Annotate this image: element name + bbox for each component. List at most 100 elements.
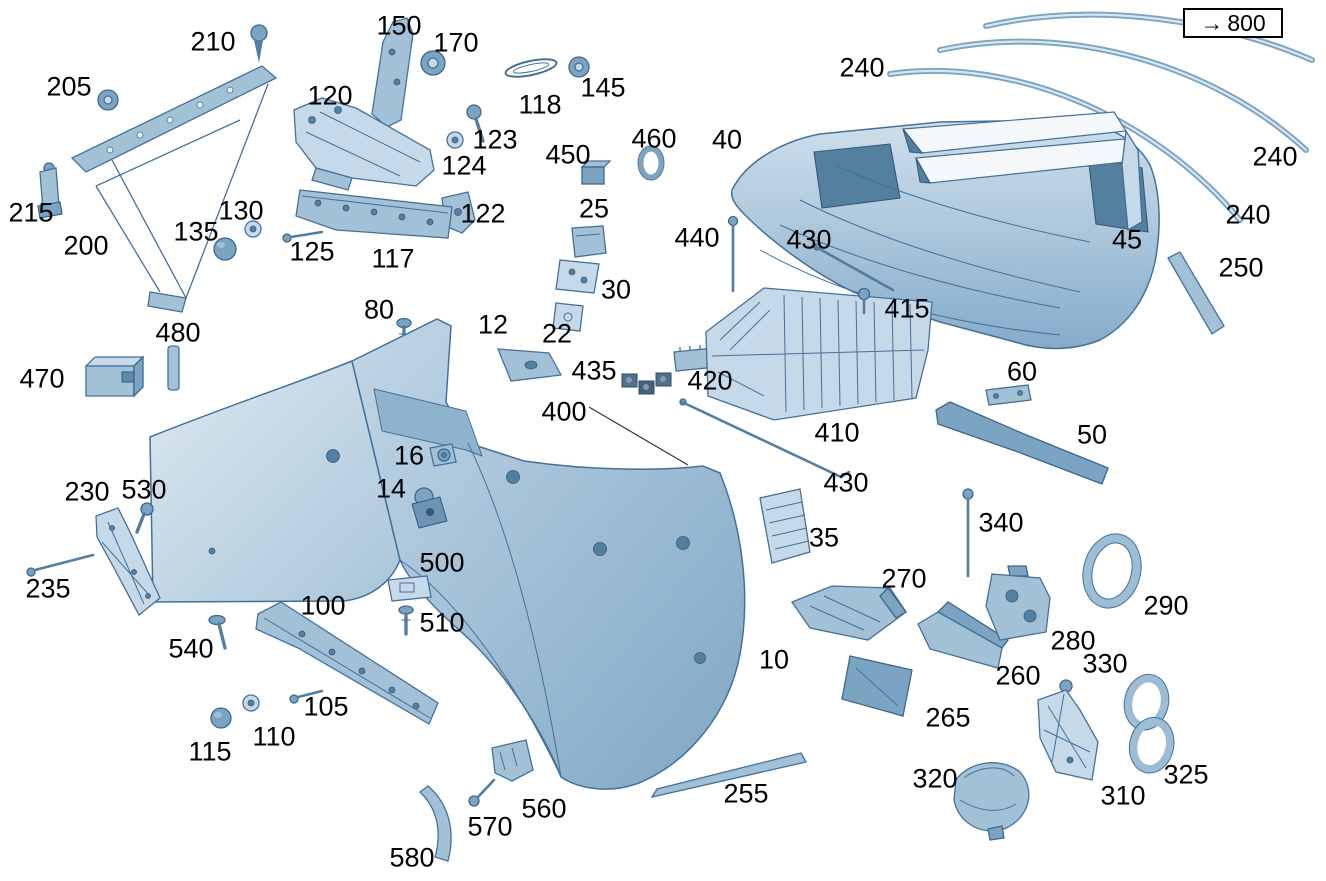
part-label-330[interactable]: 330: [1082, 648, 1128, 679]
part-430-rod-upper-drawing: [813, 243, 895, 292]
part-label-100[interactable]: 100: [300, 590, 346, 621]
part-label-325[interactable]: 325: [1163, 759, 1209, 790]
part-450-clip-drawing: [580, 160, 612, 185]
part-label-440[interactable]: 440: [674, 222, 720, 253]
part-50-strip-drawing: [935, 401, 1109, 485]
part-label-255[interactable]: 255: [723, 778, 769, 809]
part-label-240-1[interactable]: 240: [839, 52, 885, 83]
part-label-12[interactable]: 12: [477, 309, 509, 340]
part-label-14[interactable]: 14: [375, 473, 407, 504]
part-label-200[interactable]: 200: [63, 230, 109, 261]
part-label-123[interactable]: 123: [472, 124, 518, 155]
part-label-105[interactable]: 105: [303, 691, 349, 722]
part-200-bracket-drawing: [70, 65, 278, 313]
part-30-bracket-drawing: [555, 259, 600, 294]
part-270-bracket-drawing: [791, 585, 907, 641]
part-label-340[interactable]: 340: [978, 507, 1024, 538]
part-label-260[interactable]: 260: [995, 660, 1041, 691]
part-label-240-2[interactable]: 240: [1252, 141, 1298, 172]
part-label-420[interactable]: 420: [687, 365, 733, 396]
part-205-grommet-drawing: [97, 89, 119, 111]
part-label-530[interactable]: 530: [121, 474, 167, 505]
part-label-120[interactable]: 120: [307, 80, 353, 111]
part-label-480[interactable]: 480: [155, 317, 201, 348]
part-440-screw-drawing: [727, 215, 739, 293]
part-label-135[interactable]: 135: [173, 216, 219, 247]
part-label-265[interactable]: 265: [925, 702, 971, 733]
part-110-washer-drawing: [242, 694, 260, 712]
part-310-bracket-drawing: [1037, 689, 1099, 781]
part-label-215[interactable]: 215: [8, 197, 54, 228]
part-124-washer-drawing: [446, 131, 464, 149]
part-label-470[interactable]: 470: [19, 363, 65, 394]
part-label-250[interactable]: 250: [1218, 252, 1264, 283]
part-label-580[interactable]: 580: [389, 842, 435, 873]
part-label-145[interactable]: 145: [580, 72, 626, 103]
part-label-25[interactable]: 25: [578, 193, 610, 224]
part-label-230[interactable]: 230: [64, 476, 110, 507]
part-label-280[interactable]: 280: [1050, 625, 1096, 656]
part-label-430-2[interactable]: 430: [823, 467, 869, 498]
part-label-170[interactable]: 170: [433, 27, 479, 58]
part-label-122[interactable]: 122: [460, 198, 506, 229]
part-label-40[interactable]: 40: [711, 124, 743, 155]
part-label-500[interactable]: 500: [419, 547, 465, 578]
part-label-115[interactable]: 115: [188, 736, 232, 767]
part-label-118[interactable]: 118: [518, 89, 562, 120]
part-435-sensor-set-drawing: [621, 372, 672, 395]
part-580-arch-strip-drawing: [418, 785, 452, 862]
reference-label: 800: [1227, 9, 1266, 36]
part-22-bracket-drawing: [552, 302, 584, 332]
part-label-110[interactable]: 110: [252, 721, 296, 752]
part-460-ring-drawing: [637, 145, 665, 181]
part-label-125[interactable]: 125: [289, 236, 335, 267]
part-label-430-1[interactable]: 430: [786, 224, 832, 255]
part-label-205[interactable]: 205: [46, 71, 92, 102]
part-130-washer-drawing: [244, 220, 262, 238]
part-117-beam-drawing: [295, 189, 453, 239]
part-label-310[interactable]: 310: [1100, 780, 1146, 811]
part-125-screw-drawing: [282, 230, 324, 243]
part-label-270[interactable]: 270: [881, 563, 927, 594]
part-label-60[interactable]: 60: [1006, 356, 1038, 387]
part-label-210[interactable]: 210: [190, 26, 236, 57]
part-label-570[interactable]: 570: [467, 811, 513, 842]
part-label-50[interactable]: 50: [1076, 419, 1108, 450]
part-label-540[interactable]: 540: [168, 633, 214, 664]
part-25-bracket-drawing: [571, 225, 607, 258]
part-label-16[interactable]: 16: [393, 440, 425, 471]
part-label-130[interactable]: 130: [218, 195, 264, 226]
part-label-415[interactable]: 415: [884, 293, 930, 324]
part-320-shield-drawing: [953, 762, 1030, 841]
part-label-235[interactable]: 235: [25, 573, 71, 604]
part-label-460[interactable]: 460: [631, 123, 677, 154]
part-label-240-3[interactable]: 240: [1225, 199, 1271, 230]
part-235-screw-drawing: [26, 553, 95, 577]
part-label-35[interactable]: 35: [808, 522, 840, 553]
part-label-435[interactable]: 435: [571, 355, 617, 386]
part-label-22[interactable]: 22: [541, 318, 573, 349]
part-410-mesh-grille-drawing: [705, 287, 933, 421]
part-label-30[interactable]: 30: [600, 274, 632, 305]
part-label-150[interactable]: 150: [376, 10, 422, 41]
part-label-510[interactable]: 510: [419, 607, 465, 638]
part-label-320[interactable]: 320: [912, 763, 958, 794]
reference-box-800[interactable]: → 800: [1183, 8, 1283, 38]
part-14-sensor-drawing: [411, 487, 448, 529]
part-470-radar-module-drawing: [84, 355, 145, 398]
part-label-124[interactable]: 124: [441, 150, 487, 181]
part-label-117[interactable]: 117: [371, 243, 415, 274]
part-label-410[interactable]: 410: [814, 417, 860, 448]
part-label-80[interactable]: 80: [363, 294, 395, 325]
part-label-560[interactable]: 560: [521, 793, 567, 824]
arrow-right-icon: →: [1200, 9, 1224, 36]
part-label-45[interactable]: 45: [1111, 224, 1143, 255]
part-label-400[interactable]: 400: [541, 396, 587, 427]
part-label-450[interactable]: 450: [545, 139, 591, 170]
part-123-screw-drawing: [466, 104, 485, 143]
part-label-10[interactable]: 10: [758, 644, 790, 675]
part-label-290[interactable]: 290: [1143, 590, 1189, 621]
part-120-bracket-drawing: [293, 97, 435, 191]
